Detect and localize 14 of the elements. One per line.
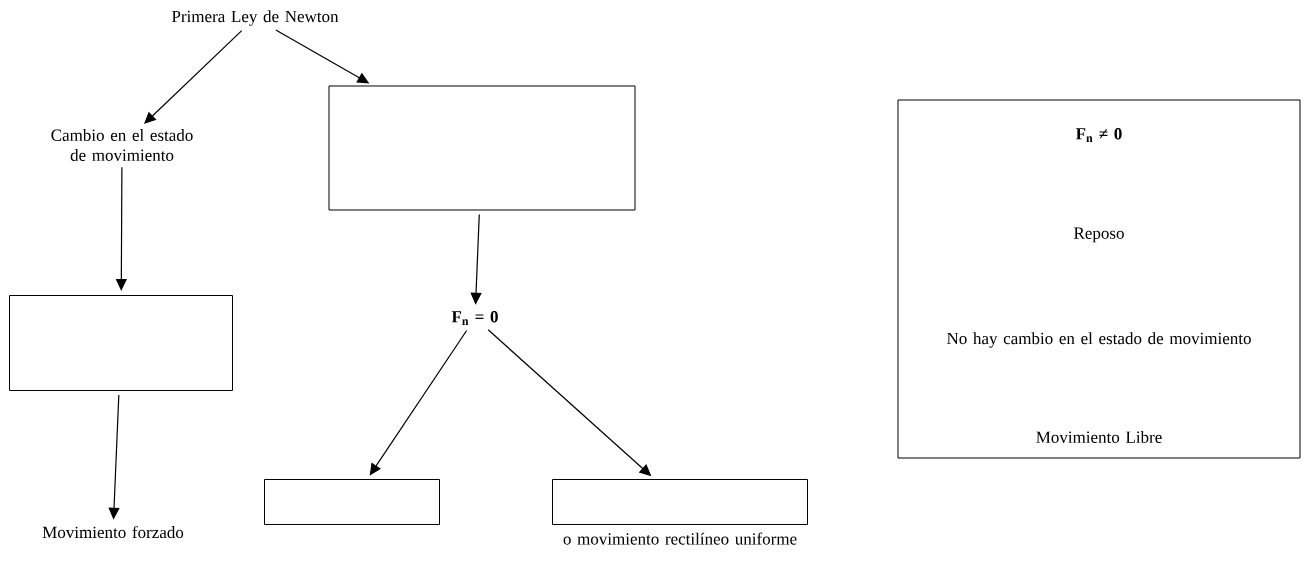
panel-text: No hay cambio en el estado de movimiento xyxy=(947,332,1251,348)
empty-box xyxy=(9,295,233,391)
node-text: Cambio en el estado de movimiento xyxy=(51,129,193,161)
node-text: F$_{n}$ = 0 xyxy=(451,311,498,325)
panel-text: F$_{n}$ ≠ 0 xyxy=(1075,128,1122,142)
empty-box xyxy=(328,85,636,211)
node-text: Primera Ley de Newton xyxy=(171,10,339,26)
panel-text: Movimiento Libre xyxy=(1036,431,1162,443)
node-text: Movimiento forzado xyxy=(42,525,184,539)
caption-text: o movimiento rectilíneo uniforme xyxy=(563,532,797,545)
panel-text: Reposo xyxy=(1074,227,1124,243)
arrow xyxy=(369,329,468,476)
empty-box xyxy=(552,479,808,525)
empty-box xyxy=(264,479,440,525)
